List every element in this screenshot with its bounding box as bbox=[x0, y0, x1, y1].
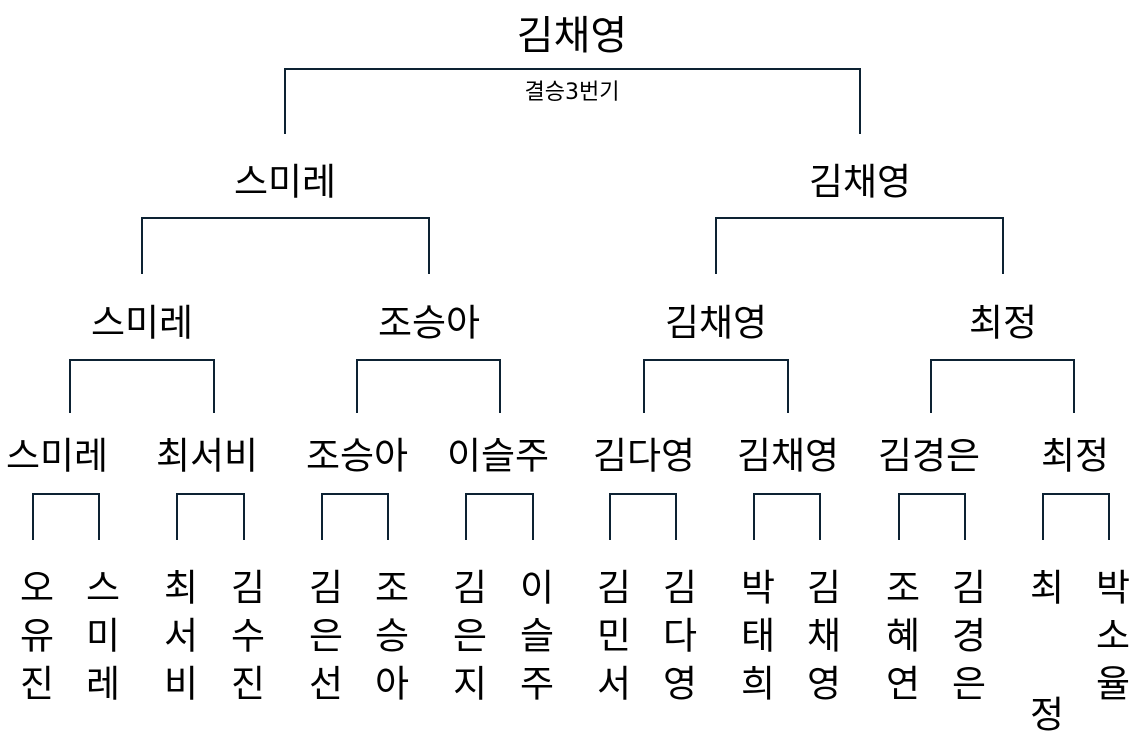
player-name: 조혜연 bbox=[878, 568, 921, 712]
round16-bracket bbox=[321, 493, 389, 540]
round16-bracket bbox=[753, 493, 821, 540]
semifinal-bracket bbox=[715, 217, 1004, 274]
player-name: 최 정 bbox=[1022, 568, 1065, 738]
player-name: 김채영 bbox=[799, 568, 842, 712]
quarterfinal-winner: 김채영 bbox=[664, 301, 768, 345]
player-name: 김은지 bbox=[445, 568, 488, 712]
round16-winner: 김채영 bbox=[736, 434, 840, 478]
champion-name: 김채영 bbox=[516, 13, 628, 59]
quarterfinal-bracket bbox=[930, 359, 1075, 413]
player-name: 김다영 bbox=[655, 568, 698, 712]
player-name: 김경은 bbox=[944, 568, 987, 712]
player-name: 김은선 bbox=[301, 568, 344, 712]
semifinal-winner: 스미레 bbox=[233, 160, 337, 204]
round16-winner: 이슬주 bbox=[446, 434, 550, 478]
player-name: 오유진 bbox=[12, 568, 55, 712]
round16-winner: 조승아 bbox=[305, 434, 409, 478]
final-label: 결승3번기 bbox=[524, 80, 620, 105]
player-name: 박소율 bbox=[1088, 568, 1131, 712]
semifinal-winner: 김채영 bbox=[808, 160, 912, 204]
quarterfinal-winner: 조승아 bbox=[377, 301, 481, 345]
quarterfinal-winner: 최정 bbox=[968, 301, 1038, 345]
round16-winner: 최정 bbox=[1040, 434, 1110, 478]
round16-winner: 김다영 bbox=[592, 434, 696, 478]
round16-winner: 스미레 bbox=[5, 434, 109, 478]
player-name: 조승아 bbox=[367, 568, 410, 712]
final-bracket bbox=[284, 68, 861, 134]
player-name: 최서비 bbox=[156, 568, 199, 712]
player-name: 박태희 bbox=[733, 568, 776, 712]
quarterfinal-winner: 스미레 bbox=[90, 301, 194, 345]
round16-bracket bbox=[465, 493, 534, 540]
round16-bracket bbox=[176, 493, 245, 540]
player-name: 김수진 bbox=[223, 568, 266, 712]
player-name: 김민서 bbox=[589, 568, 632, 712]
round16-bracket bbox=[898, 493, 966, 540]
player-name: 이슬주 bbox=[512, 568, 555, 712]
round16-winner: 김경은 bbox=[877, 434, 981, 478]
round16-bracket bbox=[1042, 493, 1110, 540]
semifinal-bracket bbox=[141, 217, 430, 274]
round16-bracket bbox=[32, 493, 100, 540]
quarterfinal-bracket bbox=[643, 359, 789, 413]
player-name: 스미레 bbox=[78, 568, 121, 712]
round16-winner: 최서비 bbox=[155, 434, 259, 478]
round16-bracket bbox=[609, 493, 677, 540]
quarterfinal-bracket bbox=[69, 359, 215, 413]
quarterfinal-bracket bbox=[356, 359, 501, 413]
